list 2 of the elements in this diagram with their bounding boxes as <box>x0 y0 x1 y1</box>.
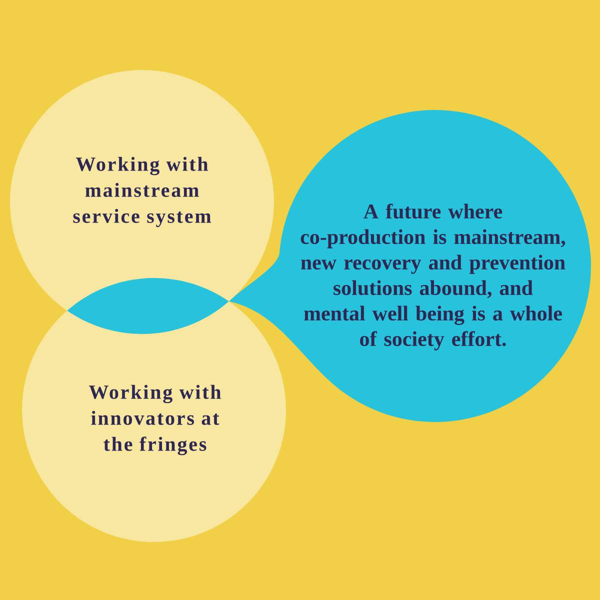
overlap-lens <box>67 278 229 334</box>
speech-bubble: A future where co-production is mainstream, new recovery and prevention solutions abound, and mental well being is a whole of society effort. <box>228 110 591 422</box>
